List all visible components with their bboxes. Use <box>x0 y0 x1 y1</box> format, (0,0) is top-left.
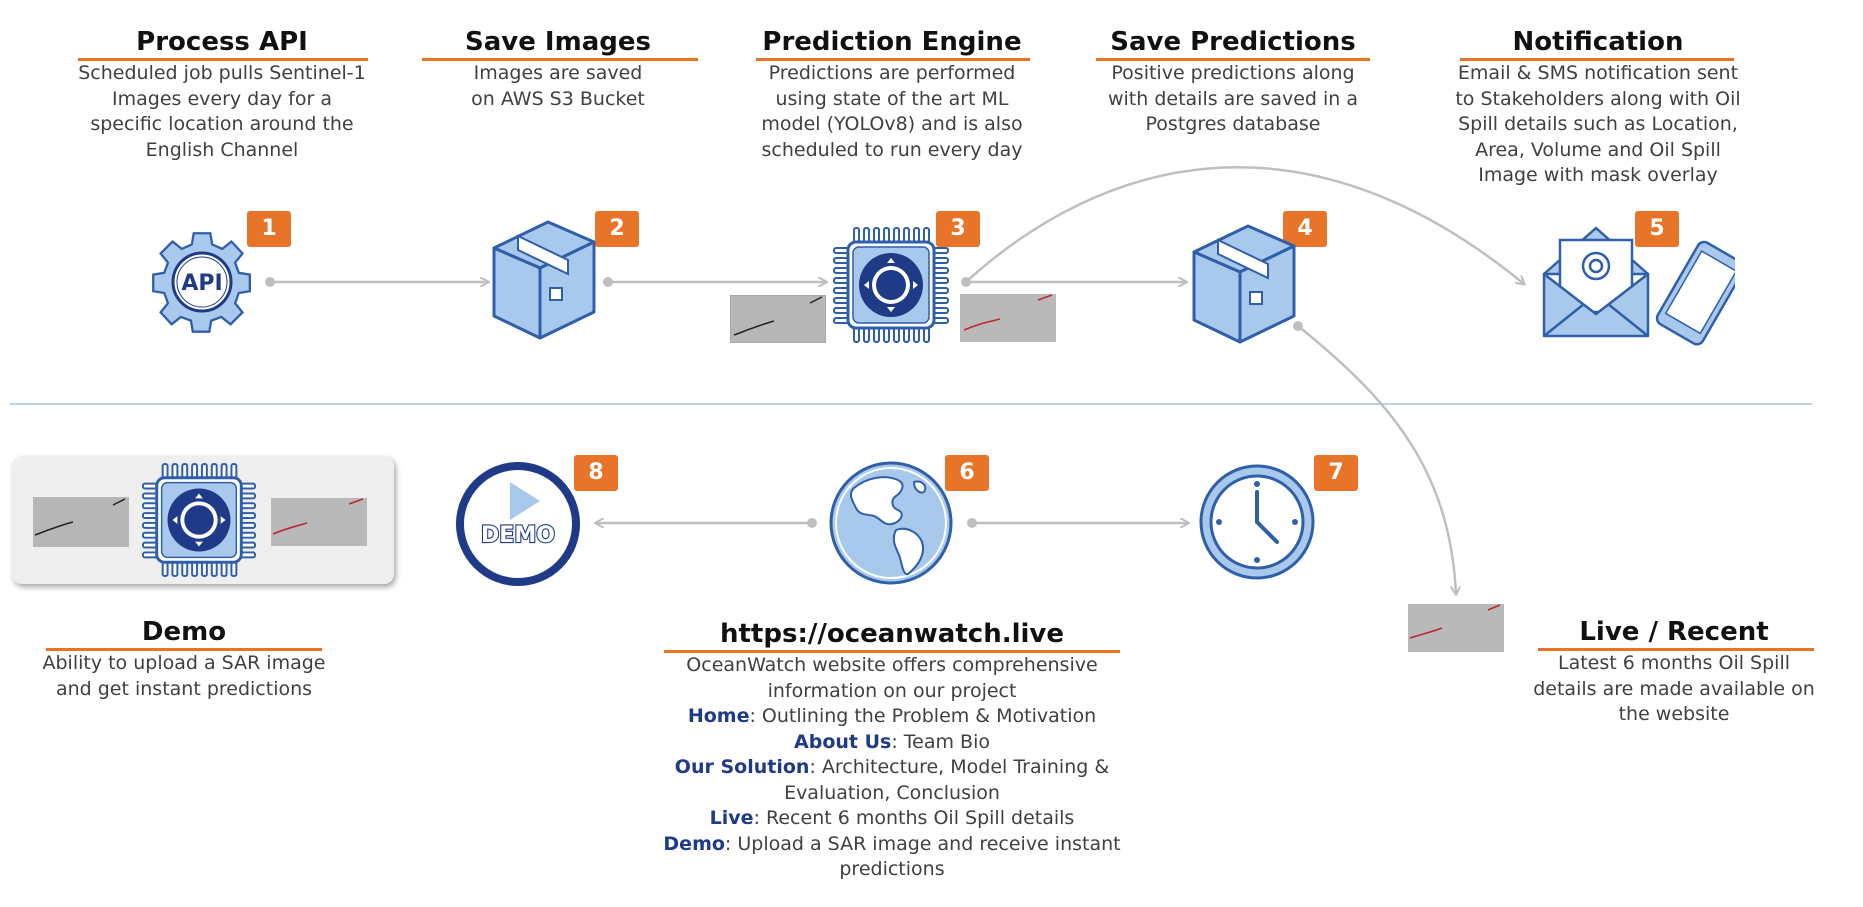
database-box-icon <box>1192 224 1296 344</box>
sar-input-thumbnail <box>730 295 826 343</box>
nav-item-solution: Our Solution: Architecture, Model Traini… <box>674 756 1110 778</box>
step-number-badge: 6 <box>945 455 989 491</box>
storage-box-icon <box>492 220 596 340</box>
demo-block: Demo Ability to upload a SAR image and g… <box>36 616 332 702</box>
title-underline <box>78 58 368 61</box>
step-3-block: Prediction Engine Predictions are perfor… <box>752 26 1032 163</box>
title-underline <box>1096 58 1370 61</box>
step-description: Positive predictions along with details … <box>1107 62 1359 135</box>
sar-input-thumbnail <box>33 497 129 547</box>
nav-item-live: Live: Recent 6 months Oil Spill details <box>709 807 1075 829</box>
step-title: Save Images <box>465 27 651 57</box>
live-description: Latest 6 months Oil Spill details are ma… <box>1533 652 1815 725</box>
ml-chip-icon <box>141 462 257 578</box>
step-number-badge: 2 <box>595 211 639 247</box>
title-underline <box>664 650 1120 653</box>
step-description: Email & SMS notification sent to Stakeho… <box>1455 62 1741 186</box>
clock-icon <box>1199 464 1315 580</box>
email-phone-icon <box>1542 226 1735 346</box>
website-url[interactable]: https://oceanwatch.live <box>719 619 1064 649</box>
globe-icon[interactable] <box>826 458 956 588</box>
step-2-block: Save Images Images are saved on AWS S3 B… <box>418 26 698 112</box>
demo-label: DEMO <box>481 523 555 548</box>
demo-play-icon[interactable]: DEMO <box>454 460 582 588</box>
website-description: OceanWatch website offers comprehensive … <box>663 654 1121 880</box>
live-block: Live / Recent Latest 6 months Oil Spill … <box>1524 616 1824 728</box>
title-underline <box>422 58 698 61</box>
gear-api-icon: API <box>152 232 251 333</box>
step-5-block: Notification Email & SMS notification se… <box>1438 26 1758 189</box>
sar-prediction-thumbnail <box>960 294 1056 342</box>
step-number-badge: 3 <box>936 211 980 247</box>
nav-item-about: About Us: Team Bio <box>794 730 990 753</box>
step-title: Process API <box>136 27 308 57</box>
step-number-badge: 1 <box>247 211 291 247</box>
title-underline <box>756 58 1030 61</box>
title-underline <box>1460 58 1734 61</box>
step-number-badge: 5 <box>1635 211 1679 247</box>
arrow-4-live-curve <box>1297 325 1456 594</box>
step-description: Predictions are performed using state of… <box>761 62 1023 161</box>
step-number-badge: 8 <box>574 455 618 491</box>
demo-preview-card[interactable] <box>12 456 394 584</box>
ml-chip-icon <box>833 227 949 343</box>
live-title: Live / Recent <box>1579 617 1769 647</box>
sar-prediction-thumbnail <box>271 498 367 546</box>
website-block: https://oceanwatch.live OceanWatch websi… <box>662 618 1122 883</box>
demo-title: Demo <box>141 617 227 647</box>
step-1-block: Process API Scheduled job pulls Sentinel… <box>72 26 372 163</box>
step-number-badge: 4 <box>1283 211 1327 247</box>
step-title: Save Predictions <box>1110 27 1356 57</box>
nav-item-demo: Demo: Upload a SAR image and receive ins… <box>663 832 1121 855</box>
step-number-badge: 7 <box>1314 455 1358 491</box>
arrow-3-5-curve <box>965 166 1524 284</box>
step-4-block: Save Predictions Positive predictions al… <box>1088 26 1378 138</box>
step-title: Notification <box>1512 27 1684 57</box>
sar-live-thumbnail <box>1408 604 1504 652</box>
step-title: Prediction Engine <box>762 27 1022 57</box>
api-label: API <box>181 271 222 296</box>
title-underline <box>1538 648 1814 651</box>
demo-description: Ability to upload a SAR image and get in… <box>42 652 326 700</box>
step-description: Images are saved on AWS S3 Bucket <box>471 62 645 110</box>
title-underline <box>46 648 322 651</box>
nav-item-home: Home: Outlining the Problem & Motivation <box>687 705 1097 727</box>
step-description: Scheduled job pulls Sentinel-1 Images ev… <box>78 62 366 161</box>
